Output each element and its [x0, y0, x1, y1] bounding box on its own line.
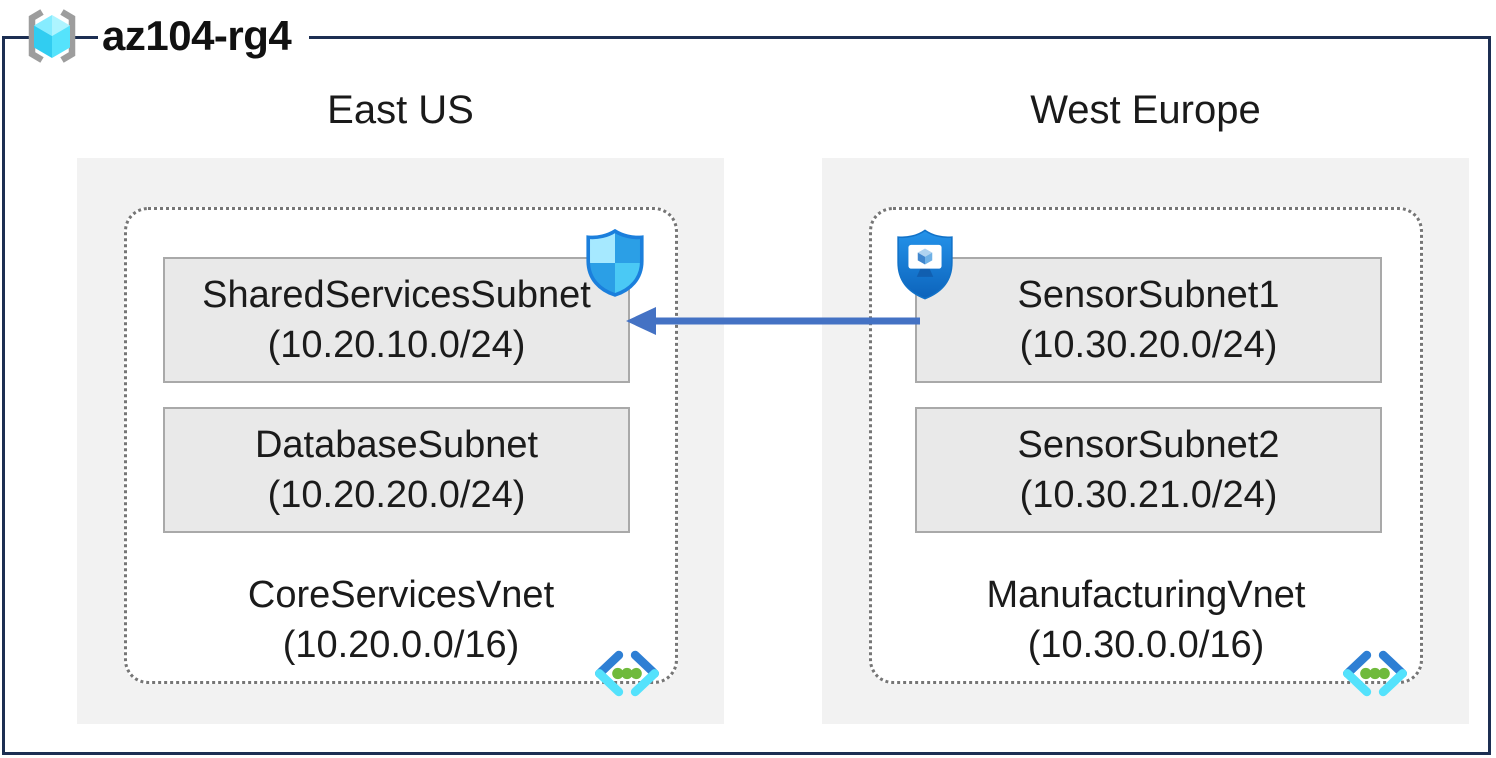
vnet-name: CoreServicesVnet	[247, 574, 555, 616]
subnet-box-sensorsubnet2: SensorSubnet2 (10.30.21.0/24)	[915, 407, 1382, 533]
subnet-cidr: (10.20.20.0/24)	[267, 474, 526, 516]
subnet-name: DatabaseSubnet	[254, 424, 539, 466]
subnet-cidr: (10.30.21.0/24)	[1019, 474, 1278, 516]
subnet-box-sensorsubnet1: SensorSubnet1 (10.30.20.0/24)	[915, 257, 1382, 383]
vnet-label-manufacturingvnet: ManufacturingVnet (10.30.0.0/16)	[869, 570, 1423, 670]
region-label-east-us: East US	[327, 88, 474, 132]
resource-group-name: az104-rg4	[98, 10, 310, 66]
peering-arrow	[618, 300, 928, 342]
network-security-group-shield-icon	[585, 229, 645, 297]
region-label-west-europe: West Europe	[1030, 88, 1261, 132]
subnet-box-sharedservicessubnet: SharedServicesSubnet (10.20.10.0/24)	[163, 257, 630, 383]
application-security-group-shield-icon	[895, 228, 955, 301]
virtual-network-icon	[1340, 650, 1410, 697]
subnet-name: SensorSubnet1	[1017, 274, 1280, 316]
resource-group-frame	[2, 36, 1491, 755]
subnet-cidr: (10.20.10.0/24)	[267, 324, 526, 366]
virtual-network-icon	[592, 650, 662, 697]
subnet-cidr: (10.30.20.0/24)	[1019, 324, 1278, 366]
resource-group-icon	[20, 7, 84, 65]
vnet-name: ManufacturingVnet	[986, 574, 1306, 616]
subnet-name: SharedServicesSubnet	[202, 274, 591, 316]
vnet-cidr: (10.20.0.0/16)	[282, 624, 520, 666]
subnet-box-databasesubnet: DatabaseSubnet (10.20.20.0/24)	[163, 407, 630, 533]
subnet-name: SensorSubnet2	[1017, 424, 1280, 466]
vnet-label-coreservicesvnet: CoreServicesVnet (10.20.0.0/16)	[124, 570, 678, 670]
vnet-cidr: (10.30.0.0/16)	[1027, 624, 1265, 666]
